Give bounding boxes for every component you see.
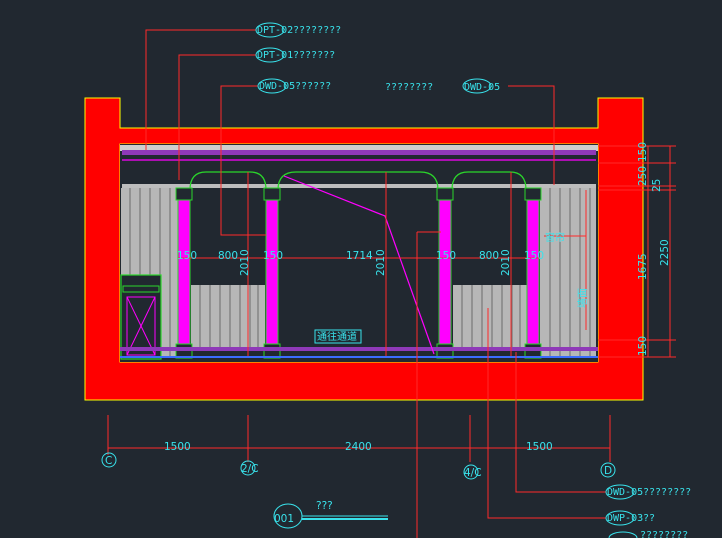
dim-inner-e: 150 xyxy=(436,250,456,262)
room-label-side: 窗帘 xyxy=(545,231,565,244)
grid-marker-2 xyxy=(240,460,256,476)
dim-inner-f: 800 xyxy=(479,250,499,262)
callout-dpt01-text: ??????? xyxy=(293,50,335,61)
leader-lines xyxy=(145,29,606,538)
callout-dwp03-code: DWP-03 xyxy=(607,513,643,524)
callout-dwd05b-code: DWD-05 xyxy=(464,82,500,93)
dim-right-250: 250 xyxy=(637,166,649,186)
callout-dwp03-text: ?? xyxy=(643,513,655,524)
ceiling-band xyxy=(122,150,596,155)
dim-right-total: 2250 xyxy=(659,239,671,266)
callout-dwd05c-text: ???????? xyxy=(643,487,691,498)
cornice-ledge xyxy=(122,184,596,188)
right-dimension-lines xyxy=(598,145,676,358)
dim-height-3: 2010 xyxy=(500,249,512,276)
passage-label-box xyxy=(314,329,362,344)
room-label-vertical: 墙面 xyxy=(576,288,589,308)
title-number: 001 xyxy=(274,513,294,525)
tag-dwd05a xyxy=(257,78,287,94)
dim-inner-g: 150 xyxy=(524,250,544,262)
room-label-passage: 通往通道 xyxy=(317,330,357,343)
right-low-panel xyxy=(453,285,527,347)
dim-bottom-3: 1500 xyxy=(526,441,553,453)
dim-bottom-1: 1500 xyxy=(164,441,191,453)
arch-right xyxy=(451,171,527,191)
callout-dpt02-text: ???????? xyxy=(293,25,341,36)
column-3 xyxy=(436,187,454,359)
callout-dwd05c-code: DWD-05 xyxy=(607,487,643,498)
ceiling-trim xyxy=(120,145,598,151)
title-name: ??? xyxy=(316,500,333,512)
grid-label-3: 4/C xyxy=(464,467,482,479)
grid-marker-1 xyxy=(101,452,117,468)
tag-dwd05b xyxy=(462,78,492,94)
column-1 xyxy=(175,187,193,359)
dim-right-150b: 150 xyxy=(637,336,649,356)
grid-label-1: C xyxy=(105,455,112,467)
tag-dpt01 xyxy=(255,47,285,63)
column-4 xyxy=(524,187,542,359)
left-cabinet xyxy=(120,274,162,360)
dim-right-150a: 150 xyxy=(637,142,649,162)
tag-bottom xyxy=(608,531,638,538)
dim-bottom-2: 2400 xyxy=(345,441,372,453)
callout-dwd05a-text: ?????? xyxy=(295,81,331,92)
column-2 xyxy=(263,187,281,359)
dim-inner-b: 800 xyxy=(218,250,238,262)
grid-marker-3 xyxy=(463,464,479,480)
bottom-dimension-lines xyxy=(107,415,611,462)
callout-mid-text: ???????? xyxy=(385,82,433,93)
arch-center xyxy=(277,171,439,191)
left-low-panel xyxy=(191,285,265,347)
callout-dpt01-code: DPT-01 xyxy=(257,50,293,61)
dim-right-1675: 1675 xyxy=(637,253,649,280)
floor-skirting xyxy=(120,347,598,351)
grid-marker-4 xyxy=(600,462,616,478)
grid-label-4: D xyxy=(604,465,612,477)
callout-dpt02-code: DPT-02 xyxy=(257,25,293,36)
dim-right-25: 25 xyxy=(651,179,663,192)
tag-dpt02 xyxy=(255,22,285,38)
callout-bottom-text: ???????? xyxy=(640,530,688,538)
tag-dwd05c xyxy=(605,484,635,500)
dim-inner-d: 1714 xyxy=(346,250,373,262)
grid-label-2: 2/C xyxy=(241,463,259,475)
tag-dwp03 xyxy=(605,510,635,526)
arch-left xyxy=(189,171,267,191)
dim-height-2: 2010 xyxy=(375,249,387,276)
callout-dwd05a-code: DWD-05 xyxy=(259,81,295,92)
dim-inner-a: 150 xyxy=(177,250,197,262)
dim-height-1: 2010 xyxy=(239,249,251,276)
dim-inner-c: 150 xyxy=(263,250,283,262)
right-wall-panel xyxy=(540,188,596,358)
door-swing xyxy=(283,175,435,355)
